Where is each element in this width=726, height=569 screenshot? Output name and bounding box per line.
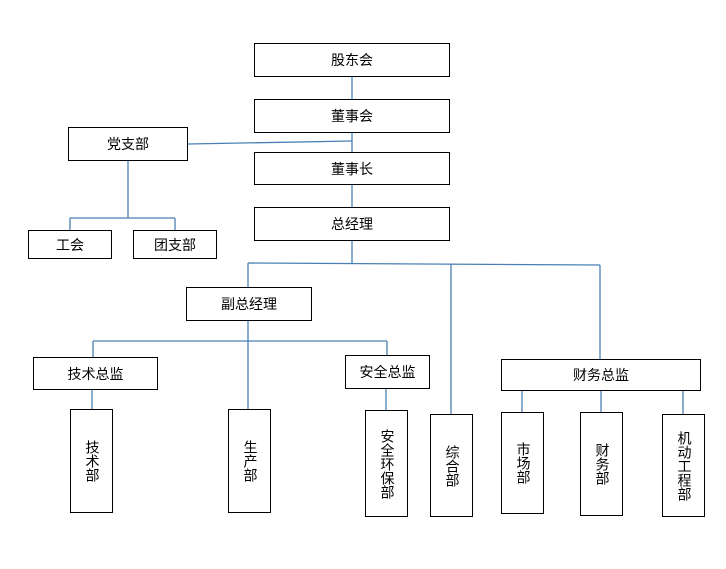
node-mech-eng-dept: 机动工程部 bbox=[662, 414, 705, 517]
node-tech-director-label: 技术总监 bbox=[67, 366, 124, 383]
node-board: 董事会 bbox=[254, 99, 450, 133]
node-safety-director: 安全总监 bbox=[345, 355, 430, 389]
node-mech-eng-dept-label: 机动工程部 bbox=[675, 430, 692, 501]
node-gm: 总经理 bbox=[254, 207, 450, 241]
node-chairman-label: 董事长 bbox=[331, 161, 373, 178]
node-finance-dept: 财务部 bbox=[580, 412, 623, 516]
node-safety-director-label: 安全总监 bbox=[359, 365, 416, 381]
node-deputy-gm-label: 副总经理 bbox=[221, 297, 277, 313]
node-market-dept-label: 市场部 bbox=[514, 442, 531, 484]
node-general-dept: 综合部 bbox=[430, 414, 473, 517]
node-tech-director: 技术总监 bbox=[33, 357, 158, 390]
node-gm-label: 总经理 bbox=[331, 217, 373, 233]
node-general-dept-label: 综合部 bbox=[443, 444, 460, 487]
node-safety-env-dept: 安全环保部 bbox=[365, 410, 408, 517]
node-shareholders: 股东会 bbox=[254, 43, 450, 77]
node-finance-director: 财务总监 bbox=[501, 359, 701, 391]
node-union-label: 工会 bbox=[56, 237, 84, 254]
node-shareholders-label: 股东会 bbox=[331, 53, 373, 69]
node-union: 工会 bbox=[28, 230, 112, 259]
node-party-branch: 党支部 bbox=[68, 127, 188, 161]
node-production-dept-label: 生产部 bbox=[241, 440, 258, 482]
node-deputy-gm: 副总经理 bbox=[186, 287, 312, 321]
node-tech-dept-label: 技术部 bbox=[83, 440, 100, 482]
node-youth-league-label: 团支部 bbox=[154, 237, 196, 254]
node-party-branch-label: 党支部 bbox=[107, 137, 149, 153]
node-youth-league: 团支部 bbox=[133, 230, 217, 259]
node-chairman: 董事长 bbox=[254, 152, 450, 185]
node-production-dept: 生产部 bbox=[228, 409, 271, 513]
node-finance-director-label: 财务总监 bbox=[573, 368, 629, 384]
node-safety-env-dept-label: 安全环保部 bbox=[378, 428, 395, 499]
node-market-dept: 市场部 bbox=[501, 412, 544, 514]
node-finance-dept-label: 财务部 bbox=[593, 443, 610, 485]
node-tech-dept: 技术部 bbox=[70, 409, 113, 513]
node-board-label: 董事会 bbox=[331, 109, 373, 125]
